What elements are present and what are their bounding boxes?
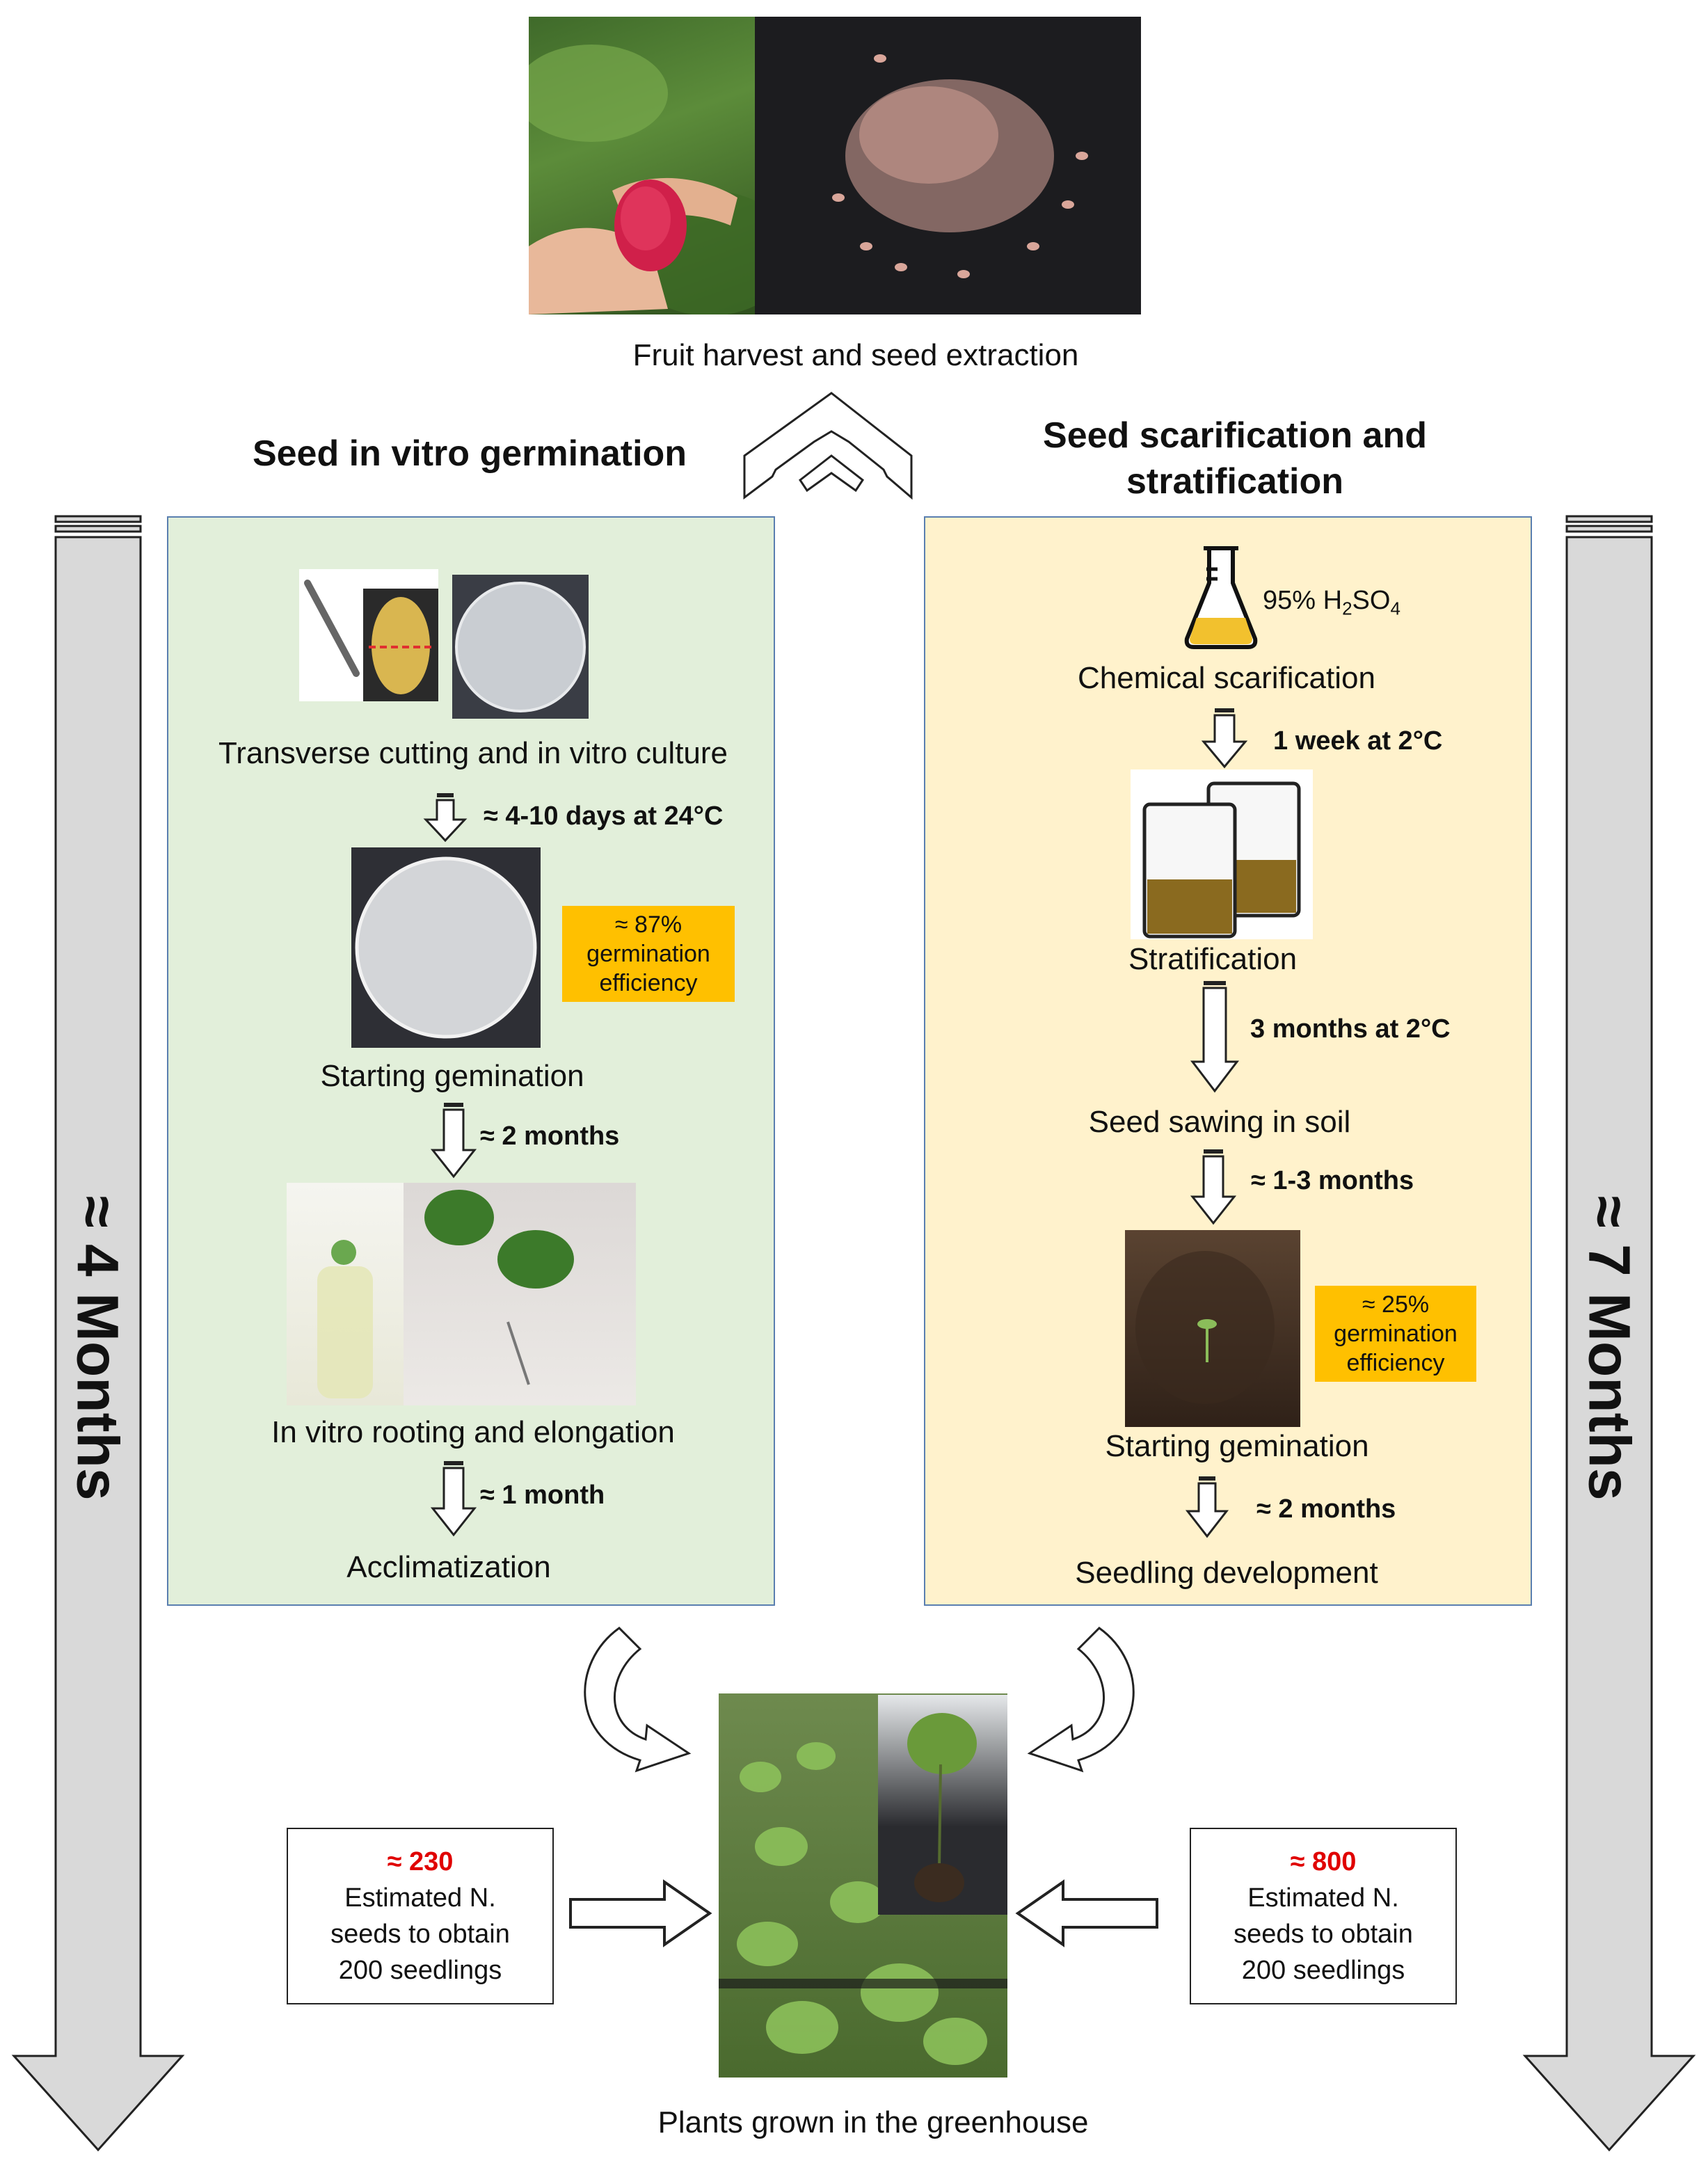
petri-dish-culture-photo — [452, 575, 589, 719]
left-arrow-3 — [430, 1461, 477, 1537]
right-arrow-4-label: ≈ 2 months — [1256, 1494, 1396, 1524]
left-straight-arrow — [569, 1879, 712, 1947]
left-badge-line3: efficiency — [599, 970, 698, 996]
right-badge-line3: efficiency — [1346, 1350, 1445, 1376]
step-transverse-cutting: Transverse cutting and in vitro culture — [218, 736, 728, 770]
step-starting-germination-left: Starting gemination — [320, 1059, 584, 1093]
right-duration-label: ≈ 7 Months — [1577, 1195, 1643, 1501]
step-chemical-scarification: Chemical scarification — [1078, 661, 1375, 695]
left-estimate-line3: 200 seedlings — [338, 1956, 502, 1985]
step-seedling-development: Seedling development — [1075, 1556, 1378, 1590]
soil-seedling-photo — [1125, 1230, 1300, 1427]
right-estimate-line3: 200 seedlings — [1241, 1956, 1405, 1985]
acid-reagent-label: 95% H2SO4 — [1263, 586, 1400, 619]
scalpel-icon — [304, 580, 360, 677]
top-caption: Fruit harvest and seed extraction — [632, 338, 1079, 372]
right-estimate-value: ≈ 800 — [1290, 1847, 1357, 1876]
right-arrow-1-label: 1 week at 2°C — [1273, 726, 1443, 756]
left-arrow-3-label: ≈ 1 month — [480, 1481, 605, 1510]
left-estimate-value: ≈ 230 — [387, 1847, 454, 1876]
right-estimate-box: ≈ 800 Estimated N. seeds to obtain 200 s… — [1190, 1828, 1457, 2004]
right-branch-title-line1: Seed scarification and — [1043, 415, 1427, 456]
left-branch-title: Seed in vitro germination — [252, 433, 687, 474]
right-arrow-3-label: ≈ 1-3 months — [1251, 1166, 1414, 1195]
right-badge-line2: germination — [1334, 1321, 1458, 1347]
right-curved-arrow — [1027, 1627, 1135, 1773]
right-straight-arrow — [1015, 1879, 1158, 1947]
left-arrow-2 — [430, 1103, 477, 1179]
split-arrow — [743, 392, 913, 500]
right-germination-badge: ≈ 25% germination efficiency — [1315, 1286, 1476, 1382]
left-arrow-2-label: ≈ 2 months — [480, 1122, 620, 1151]
elongation-plantlet-photo — [404, 1183, 636, 1405]
left-germination-badge: ≈ 87% germination efficiency — [562, 906, 735, 1002]
right-arrow-2 — [1190, 981, 1240, 1093]
right-badge-percent: ≈ 25% — [1362, 1291, 1430, 1318]
bottom-caption: Plants grown in the greenhouse — [657, 2105, 1089, 2139]
germinating-seeds-petri-photo — [351, 847, 541, 1048]
stratification-jars-photo — [1131, 769, 1313, 939]
step-acclimatization: Acclimatization — [346, 1550, 551, 1584]
right-arrow-3 — [1190, 1149, 1237, 1225]
left-badge-percent: ≈ 87% — [614, 911, 683, 938]
step-in-vitro-rooting: In vitro rooting and elongation — [271, 1415, 675, 1449]
raspberry-fruit-photo — [529, 17, 755, 314]
left-badge-line2: germination — [586, 941, 710, 967]
right-branch-title-line2: stratification — [1126, 461, 1344, 502]
step-seed-sawing: Seed sawing in soil — [1088, 1105, 1351, 1139]
potted-plant-photo — [878, 1695, 1007, 1915]
left-estimate-line1: Estimated N. — [344, 1883, 496, 1913]
rooting-tube-photo — [287, 1183, 404, 1405]
step-starting-germination-right: Starting gemination — [1105, 1429, 1369, 1463]
right-arrow-2-label: 3 months at 2°C — [1250, 1014, 1451, 1044]
left-curved-arrow — [584, 1627, 692, 1773]
right-estimate-line2: seeds to obtain — [1234, 1920, 1413, 1949]
left-estimate-box: ≈ 230 Estimated N. seeds to obtain 200 s… — [287, 1828, 554, 2004]
right-arrow-4 — [1185, 1476, 1229, 1538]
left-estimate-line2: seeds to obtain — [330, 1920, 510, 1949]
left-duration-label: ≈ 4 Months — [65, 1195, 131, 1501]
seeds-photo — [755, 17, 1141, 314]
left-arrow-1-label: ≈ 4-10 days at 24°C — [484, 802, 724, 831]
scalpel-seed-photo — [299, 569, 438, 701]
right-estimate-line1: Estimated N. — [1247, 1883, 1399, 1913]
step-stratification: Stratification — [1128, 942, 1298, 976]
left-arrow-1 — [423, 793, 468, 843]
right-arrow-1 — [1201, 708, 1248, 769]
flask-icon — [1184, 546, 1258, 649]
